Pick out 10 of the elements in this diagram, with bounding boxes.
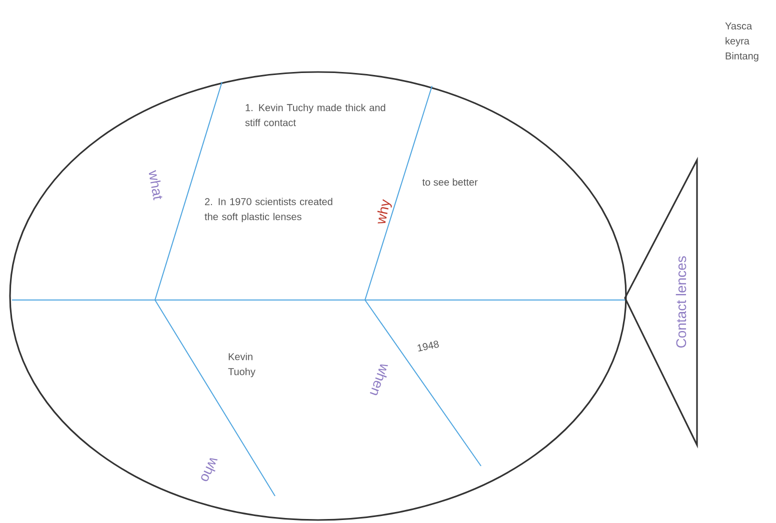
note-text: Kevin Tuohy [228,352,256,378]
note-text: 2. In 1970 scientists created the soft plastic lenses [204,198,332,222]
author-name: Yasca keyra Bintang [725,22,758,62]
note-text: 1. Kevin Tuchy made thick and stiff contact [245,104,386,126]
note-text: 1948 [418,340,439,352]
category-label: when [370,364,388,396]
note-text: to see better [422,178,478,186]
category-label: what [148,170,162,200]
category-label: who [201,458,218,482]
category-label: why [377,199,392,224]
